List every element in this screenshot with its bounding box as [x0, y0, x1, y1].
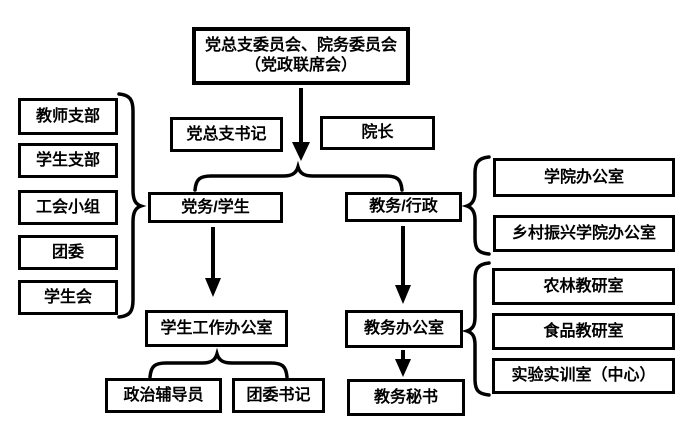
- node-academic-affairs-office: 教务办公室: [345, 310, 463, 348]
- joint-committee-line1: 党总支委员会、院务委员会: [204, 37, 397, 54]
- brace-left-group: [117, 92, 147, 319]
- node-student-affairs-office: 学生工作办公室: [145, 310, 288, 347]
- arrow-academic-admin-down: [395, 226, 411, 304]
- node-youth-league-secretary: 团委书记: [232, 378, 325, 413]
- node-college-office: 学院办公室: [493, 158, 675, 197]
- node-academic-secretary: 教务秘书: [347, 379, 465, 416]
- arrow-academic-office-down: [395, 350, 411, 377]
- node-teacher-branch: 教师支部: [18, 98, 118, 135]
- node-party-branch-secretary: 党总支书记: [170, 117, 283, 152]
- node-student-union: 学生会: [18, 280, 118, 315]
- brace-top-split: [193, 160, 404, 192]
- node-youth-league-committee: 团委: [18, 235, 118, 270]
- node-party-student: 党务/学生: [148, 192, 283, 223]
- arrow-party-student-down: [205, 227, 221, 297]
- node-rural-revitalization-office: 乡村振兴学院办公室: [493, 215, 675, 252]
- brace-right-teaching-group: [461, 261, 491, 397]
- node-academic-admin: 教务/行政: [345, 192, 462, 222]
- node-food-teaching-office: 食品教研室: [492, 313, 675, 350]
- arrow-committee-down: [292, 88, 310, 161]
- node-student-branch: 学生支部: [18, 143, 118, 178]
- joint-committee-line2: （党政联席会）: [244, 57, 357, 74]
- node-union-group: 工会小组: [18, 190, 118, 225]
- node-joint-committee: 党总支委员会、院务委员会 （党政联席会）: [192, 27, 410, 85]
- node-agroforestry-teaching-office: 农林教研室: [492, 268, 675, 305]
- node-lab-training-center: 实验实训室（中心）: [492, 358, 675, 394]
- brace-student-affairs-split: [148, 347, 289, 379]
- brace-right-office-group: [461, 155, 491, 256]
- node-dean: 院长: [320, 116, 435, 150]
- node-political-instructor: 政治辅导员: [105, 378, 222, 413]
